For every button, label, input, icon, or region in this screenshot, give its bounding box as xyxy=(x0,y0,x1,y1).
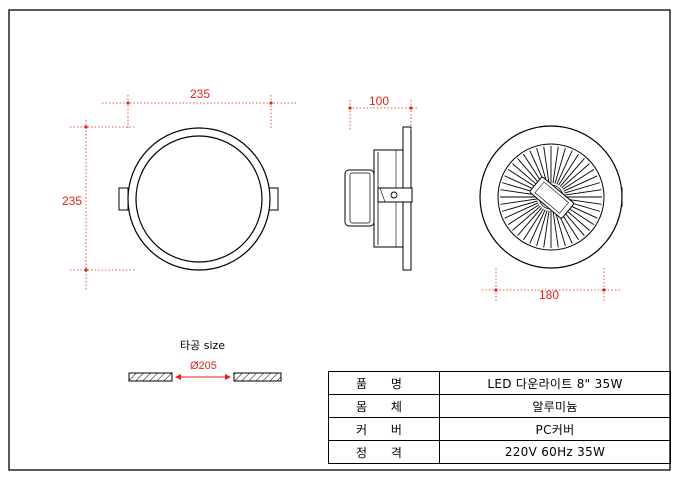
heatsink-fin xyxy=(552,210,559,248)
heatsink-fin xyxy=(556,150,573,185)
spec-key: 정 격 xyxy=(328,440,440,464)
side-view xyxy=(344,100,419,271)
heatsink-fin xyxy=(558,153,579,186)
heatsink-fin xyxy=(536,210,548,247)
heatsink-fin xyxy=(554,147,566,184)
heatsink-fin xyxy=(501,200,538,212)
heatsink-fin xyxy=(561,163,590,189)
table-row: 몸 체 알루미늄 xyxy=(328,394,671,418)
heatsink-fin xyxy=(559,158,585,187)
heatsink-fin xyxy=(523,208,544,241)
spec-key: 품 명 xyxy=(328,371,440,395)
heatsink-fin xyxy=(543,210,550,248)
ceiling-section-right xyxy=(233,372,282,382)
spec-table: 품 명 LED 다운라이트 8" 35W 몸 체 알루미늄 커 버 PC커버 정… xyxy=(328,371,671,464)
side-depth-label: 100 xyxy=(369,94,390,108)
ceiling-section-left xyxy=(128,372,173,382)
heatsink-fin xyxy=(562,169,595,190)
front-clip-left xyxy=(118,187,129,211)
hole-size-title: 타공 size xyxy=(180,339,226,352)
heatsink-fin xyxy=(564,198,602,205)
heatsink-fin xyxy=(500,189,538,196)
hole-diameter-label: Ø205 xyxy=(190,360,217,372)
spec-key: 커 버 xyxy=(328,417,440,441)
rear-spacing-label: 180 xyxy=(539,288,560,302)
heatsink-fin xyxy=(517,207,543,236)
heatsink-fin xyxy=(552,146,559,184)
heatsink-fin xyxy=(564,182,601,194)
spec-value: PC커버 xyxy=(439,417,671,441)
heatsink-fin xyxy=(507,204,540,225)
spec-value: 220V 60Hz 35W xyxy=(439,440,671,464)
heatsink-fin xyxy=(554,210,566,247)
heatsink-fin xyxy=(564,189,602,196)
table-row: 품 명 LED 다운라이트 8" 35W xyxy=(328,371,671,395)
table-row: 정 격 220V 60Hz 35W xyxy=(328,440,671,464)
front-view xyxy=(70,95,298,290)
heatsink-fin xyxy=(536,147,548,184)
front-height-label: 235 xyxy=(62,194,83,208)
spec-value: LED 다운라이트 8" 35W xyxy=(439,371,671,395)
table-row: 커 버 PC커버 xyxy=(328,417,671,441)
rear-driver-box xyxy=(529,176,574,219)
front-width-label: 235 xyxy=(190,87,211,101)
heatsink-fin xyxy=(512,205,541,231)
spec-value: 알루미늄 xyxy=(439,394,671,418)
rear-view xyxy=(479,125,623,303)
hole-size-diagram xyxy=(128,372,282,382)
heatsink-fin xyxy=(543,146,550,184)
front-inner-ring xyxy=(135,135,263,263)
side-driver-box xyxy=(344,169,375,227)
heatsink-fin xyxy=(529,209,546,244)
heatsink-fin xyxy=(563,175,598,192)
spec-key: 몸 체 xyxy=(328,394,440,418)
heatsink-fin xyxy=(500,198,538,205)
heatsink-fin xyxy=(504,202,539,219)
drawing-border xyxy=(8,9,671,471)
